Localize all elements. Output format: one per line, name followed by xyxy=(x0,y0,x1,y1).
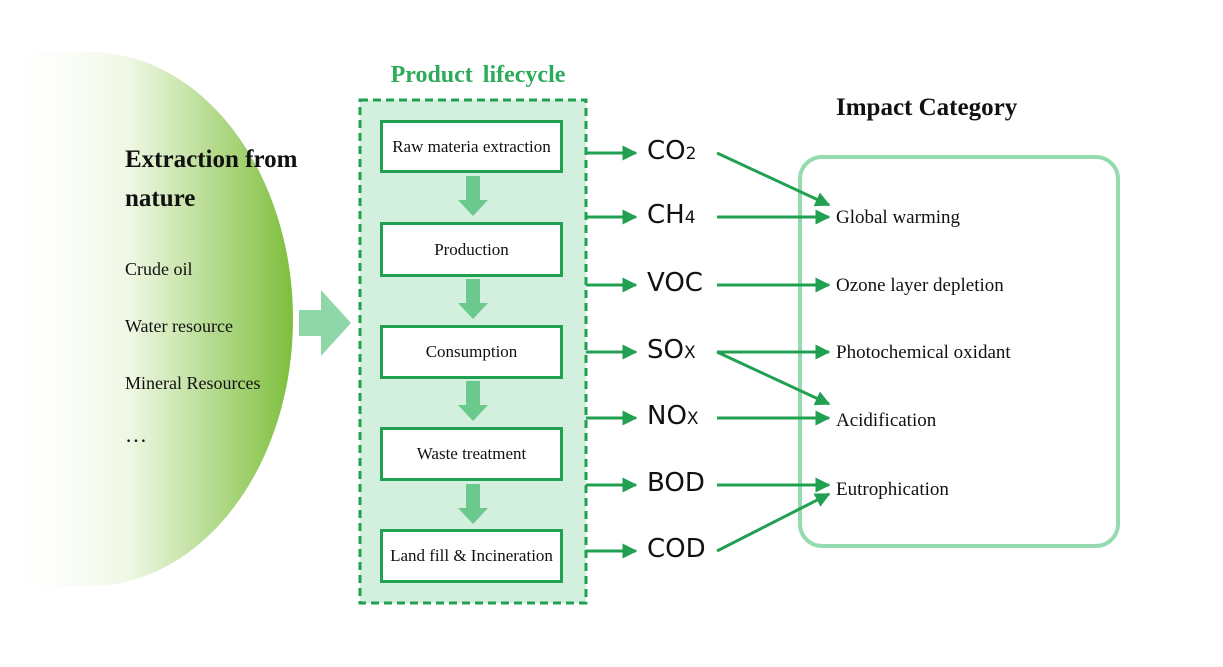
down-arrow-2 xyxy=(458,279,488,319)
resource-crude-oil: Crude oil xyxy=(125,259,193,279)
stage-waste-treatment: Waste treatment xyxy=(380,427,563,481)
down-arrow-3 xyxy=(458,381,488,421)
emission-co2-main: CO xyxy=(647,136,686,166)
impact-photochemical-oxidant: Photochemical oxidant xyxy=(836,342,1011,363)
lifecycle-title: Product lifecycle xyxy=(390,62,566,88)
stage-consumption: Consumption xyxy=(380,325,563,379)
emission-bod-main: BOD xyxy=(647,468,705,498)
stage-raw-material: Raw materia extraction xyxy=(380,120,563,173)
emission-voc: VOC xyxy=(647,268,703,298)
emission-sox-main: SO xyxy=(647,335,684,365)
emission-cod: COD xyxy=(647,534,706,564)
emission-co2: CO2 xyxy=(647,136,696,166)
emission-nox-main: NO xyxy=(647,401,687,431)
arrow-cod-eutrophication xyxy=(716,492,831,553)
input-arrow xyxy=(299,290,351,356)
impact-eutrophication: Eutrophication xyxy=(836,479,949,500)
emission-ch4-main: CH xyxy=(647,200,685,230)
impact-global-warming: Global warming xyxy=(836,207,961,228)
impact-acidification: Acidification xyxy=(836,410,937,431)
emission-co2-sub: 2 xyxy=(685,144,697,164)
impact-ozone-depletion: Ozone layer depletion xyxy=(836,275,1004,296)
emission-cod-main: COD xyxy=(647,534,706,564)
stage-landfill-incineration: Land fill & Incineration xyxy=(380,529,563,583)
impact-title: Impact Category xyxy=(836,94,1018,121)
arrow-sox-acidification xyxy=(716,350,831,406)
arrow-co2-global-warming xyxy=(716,151,831,207)
emission-bod: BOD xyxy=(647,468,705,498)
resources-ellipsis: … xyxy=(125,422,150,447)
emission-sox: SOX xyxy=(647,335,696,365)
emission-nox-sub: X xyxy=(686,409,699,429)
stage-production: Production xyxy=(380,222,563,277)
resource-water: Water resource xyxy=(125,316,233,336)
stage-down-arrows xyxy=(458,176,488,524)
emission-voc-main: VOC xyxy=(647,268,703,298)
down-arrow-4 xyxy=(458,484,488,524)
emission-nox: NOX xyxy=(647,401,699,431)
emission-ch4-sub: 4 xyxy=(684,208,696,228)
nature-half-circle xyxy=(0,52,293,586)
extraction-title: Extraction from nature xyxy=(125,146,298,212)
resource-mineral: Mineral Resources xyxy=(125,373,261,393)
emission-sox-sub: X xyxy=(683,343,696,363)
emission-ch4: CH4 xyxy=(647,200,696,230)
down-arrow-1 xyxy=(458,176,488,216)
